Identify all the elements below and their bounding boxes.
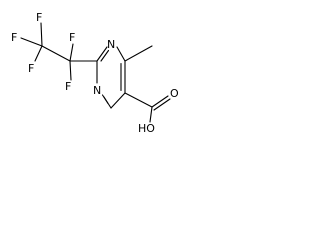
atom-f1: F xyxy=(36,11,42,24)
bond-ca-f2 xyxy=(20,37,43,47)
atom-f3: F xyxy=(28,62,34,75)
atom-o-hydroxyl: HO xyxy=(138,122,155,135)
bond-c5-cooh xyxy=(124,92,153,108)
atom-f4: F xyxy=(69,31,75,44)
bond-n3-c4 xyxy=(116,46,126,62)
atom-f5: F xyxy=(65,80,71,93)
atom-n3: N xyxy=(107,38,115,51)
bond-ca-f3 xyxy=(34,45,43,62)
atom-n1: N xyxy=(93,84,101,97)
atom-f2: F xyxy=(11,31,17,44)
bond-ca-cb xyxy=(41,45,71,62)
bond-c-o-double-a xyxy=(151,95,169,108)
atom-labels: F F F F F N N O HO xyxy=(11,11,179,135)
bond-c4-methyl xyxy=(124,45,153,62)
bond-ca-f1 xyxy=(40,22,43,47)
structure-diagram: F F F F F N N O HO xyxy=(11,11,179,135)
bond-c-oh xyxy=(149,106,153,123)
bond-c5-c6 xyxy=(110,92,126,109)
bond-c6-n1-inner xyxy=(101,94,109,105)
bond-cb-f5 xyxy=(69,60,72,81)
bonds xyxy=(20,22,171,123)
bond-c2-n3-inner xyxy=(100,49,110,62)
bond-cb-f4 xyxy=(69,43,74,62)
bond-c-o-double-b xyxy=(153,98,171,111)
bond-c2-n3 xyxy=(96,46,108,62)
atom-o-carbonyl: O xyxy=(170,87,179,100)
